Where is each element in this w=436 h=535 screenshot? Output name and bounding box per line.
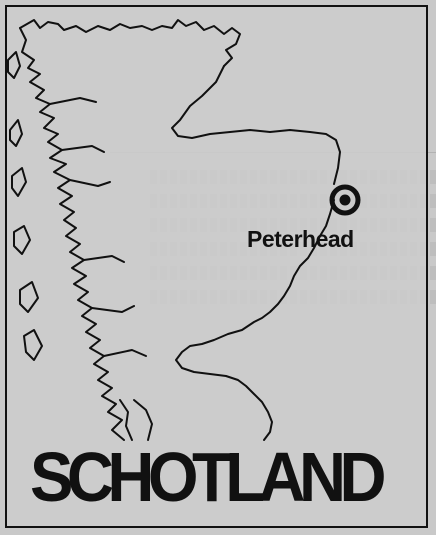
island-5 xyxy=(23,329,43,361)
coastline-east-lower xyxy=(175,199,335,441)
loch-2 xyxy=(61,145,105,153)
island-1 xyxy=(9,119,23,147)
loch-3 xyxy=(69,179,111,187)
island-4 xyxy=(19,281,39,313)
island-3 xyxy=(13,225,31,255)
ring-marker-icon xyxy=(329,184,361,216)
loch-5 xyxy=(91,305,135,313)
kintyre xyxy=(119,399,133,441)
coastline-east-upper xyxy=(171,65,341,185)
island-6 xyxy=(7,51,21,79)
loch-1 xyxy=(49,97,97,105)
clyde xyxy=(133,399,153,441)
coastline-west xyxy=(19,27,125,441)
country-label: SCHOTLAND xyxy=(30,438,387,516)
loch-6 xyxy=(103,349,147,357)
coastline-north xyxy=(19,19,241,67)
island-2 xyxy=(11,167,27,197)
city-label-peterhead: Peterhead xyxy=(247,226,354,252)
loch-4 xyxy=(83,255,125,263)
